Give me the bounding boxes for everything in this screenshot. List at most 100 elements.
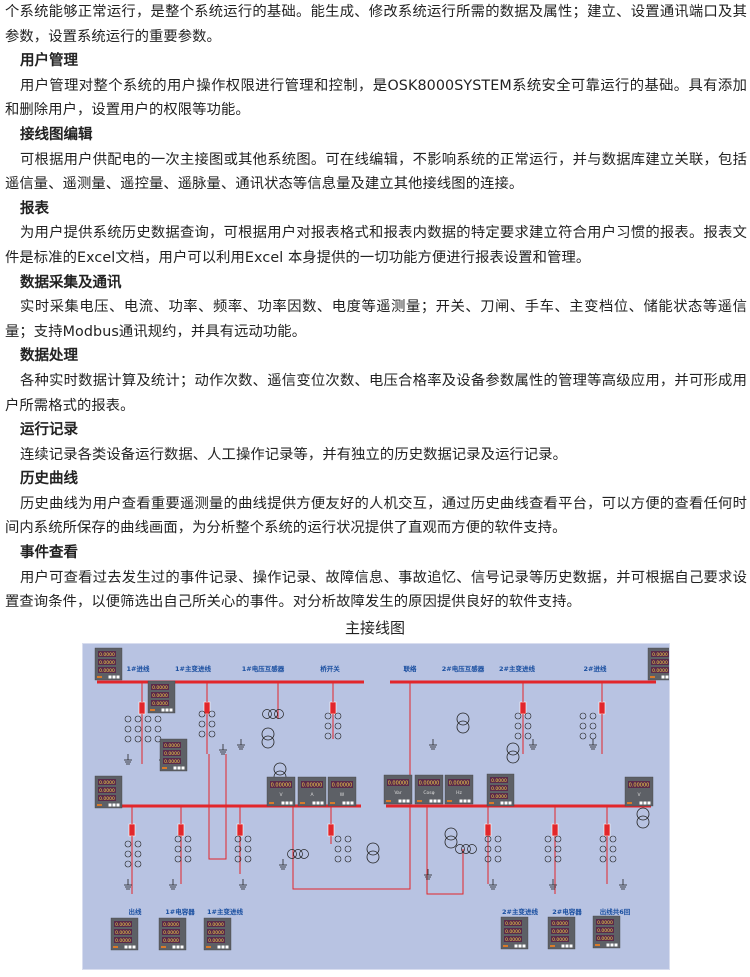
ct-icon: [554, 845, 562, 853]
ct-icon: [544, 835, 552, 843]
meter-reading: 0.0000: [99, 788, 115, 794]
meter-reading: 0.00000: [629, 783, 650, 789]
breaker-icon: [598, 701, 606, 715]
ct-icon: [244, 855, 252, 863]
potential-transformer-icon: [461, 844, 471, 854]
meter-button: [221, 945, 225, 949]
ct-icon: [234, 855, 242, 863]
meter-lcd: [151, 700, 169, 706]
meter-lcd: [151, 684, 169, 690]
meter-lcd: [301, 781, 323, 788]
ct-icon: [208, 730, 216, 738]
meter-lcd: [331, 781, 353, 788]
ct-icon: [124, 850, 132, 858]
meter-button: [165, 708, 169, 712]
ct-icon: [599, 845, 607, 853]
section-heading: 历史曲线: [20, 471, 78, 488]
meter-reading: 0.0000: [652, 652, 668, 658]
meter-reading: 0.00000: [449, 781, 470, 787]
meter-led: [595, 944, 600, 946]
meter-button: [643, 801, 647, 805]
meter-reading: 0.00000: [388, 781, 409, 787]
meter-button: [124, 945, 128, 949]
breaker-icon: [128, 823, 136, 837]
ct-icon: [494, 845, 502, 853]
ct-icon: [174, 845, 182, 853]
meter-reading: 0.0000: [505, 921, 521, 927]
top-feeder-label: 2#电压互感器: [442, 664, 485, 673]
ct-icon: [334, 835, 342, 843]
meter-button: [508, 801, 512, 805]
ct-icon: [599, 835, 607, 843]
ct-icon: [609, 855, 617, 863]
ct-icon: [198, 710, 206, 718]
meter-lcd: [596, 919, 614, 925]
meter-reading: 0.0000: [208, 938, 224, 944]
triple-meter: 0.00000.00000.0000: [500, 916, 529, 950]
ct-icon: [514, 722, 522, 730]
meter-reading: 0.0000: [163, 938, 179, 944]
section-heading: 用户管理: [20, 53, 78, 70]
breaker-icon: [329, 701, 337, 715]
meter-led: [489, 802, 494, 804]
ct-icon: [609, 845, 617, 853]
meter-lcd: [207, 921, 225, 927]
meter-reading: 0.0000: [99, 668, 115, 674]
breaker-icon: [203, 701, 211, 715]
meter-reading: 0.0000: [99, 660, 115, 666]
meter-button: [108, 675, 112, 679]
meter-reading: 0.0000: [99, 780, 115, 786]
meter-lcd: [98, 667, 116, 673]
meter-reading: 0.0000: [152, 685, 168, 691]
meter-unit-label: V: [637, 792, 641, 798]
meter-reading: 0.0000: [597, 928, 613, 934]
meter-reading: 0.0000: [552, 921, 568, 927]
meter-button: [614, 943, 618, 947]
meter-reading: 0.0000: [115, 938, 131, 944]
meter-led: [206, 946, 211, 948]
bottom-feeder-label: 出线: [129, 907, 143, 916]
bottom-feeder-label: 2#电容器: [552, 907, 582, 916]
meter-button: [606, 943, 610, 947]
meter-button: [225, 945, 229, 949]
ct-icon: [208, 720, 216, 728]
ct-icon: [234, 845, 242, 853]
meter-button: [132, 945, 136, 949]
meter-lcd: [114, 921, 132, 927]
tie-line: [292, 774, 411, 890]
meter-led: [150, 709, 155, 711]
meter-button: [518, 944, 522, 948]
meter-button: [402, 799, 406, 803]
transformer-icon: [261, 735, 275, 749]
meter-lcd: [651, 651, 669, 657]
meter-lcd: [98, 787, 116, 793]
breaker-icon: [177, 823, 185, 837]
breaker-icon: [138, 701, 146, 715]
top-feeder-label: 联络: [404, 664, 418, 673]
meter-button: [112, 803, 116, 807]
meter-lcd: [98, 779, 116, 785]
ct-icon: [484, 855, 492, 863]
meter-button: [665, 675, 669, 679]
meter-lcd: [151, 692, 169, 698]
ct-icon: [124, 715, 132, 723]
top-feeder-label: 2#主变进线: [499, 664, 535, 673]
ct-icon: [134, 840, 142, 848]
meter-lcd: [490, 785, 508, 791]
transformer-icon: [444, 835, 458, 849]
tie-line: [208, 754, 227, 860]
potential-transformer-icon: [467, 844, 477, 854]
meter-lcd: [162, 937, 180, 943]
ct-icon: [579, 712, 587, 720]
ct-icon: [124, 735, 132, 743]
ct-icon: [144, 715, 152, 723]
meter-button: [459, 799, 463, 803]
top-feeder-label: 桥开关: [320, 664, 340, 673]
meter-lcd: [504, 928, 522, 934]
meter-led: [162, 767, 167, 769]
meter-led: [627, 802, 632, 804]
